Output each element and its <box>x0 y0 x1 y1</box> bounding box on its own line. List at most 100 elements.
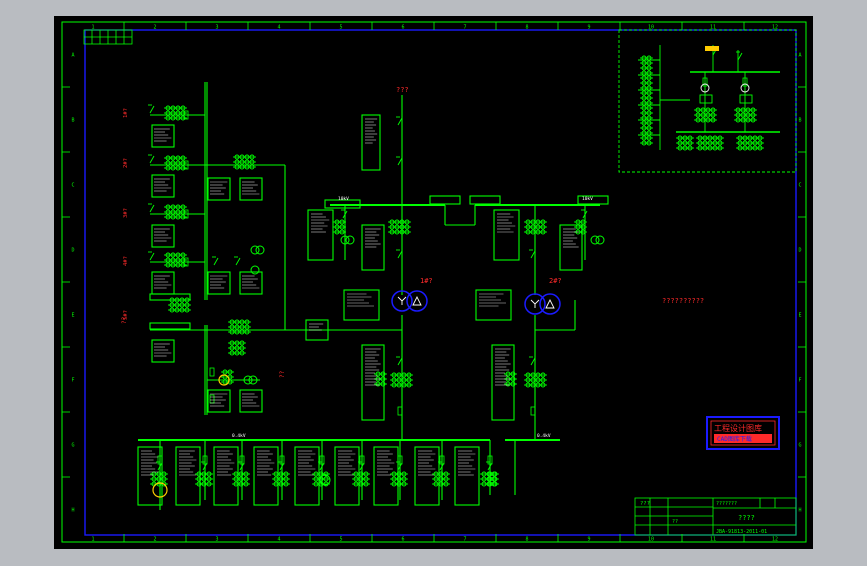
current-transformer <box>645 85 653 101</box>
fuse <box>319 455 325 465</box>
grid-col-label: 6 <box>401 537 404 543</box>
current-transformer <box>403 219 411 235</box>
circuit-breaker <box>396 116 403 126</box>
inset-diagram[interactable] <box>618 29 797 173</box>
current-transformer <box>205 471 213 487</box>
title-block[interactable] <box>634 497 797 536</box>
fuse <box>183 257 189 267</box>
grid-col-label: 8 <box>525 537 528 543</box>
current-transformer <box>756 135 764 151</box>
fuse <box>183 209 189 219</box>
current-transformer <box>645 100 653 116</box>
current-transformer <box>709 107 717 123</box>
lv-bus-left-label: 0.4kV <box>232 433 246 439</box>
circuit-breaker <box>736 51 743 61</box>
grid-col-label: 4 <box>277 25 280 31</box>
circuit-breaker <box>396 356 403 366</box>
current-transformer <box>442 471 450 487</box>
grid-row-label: E <box>798 313 801 319</box>
grid-col-label: 10 <box>648 25 654 31</box>
current-transformer <box>338 219 346 235</box>
transformer-windings <box>397 295 555 309</box>
circuit-breaker <box>278 461 285 471</box>
revision-table <box>83 29 133 45</box>
grid-row-label: D <box>71 248 74 254</box>
switchgear-components <box>148 104 588 487</box>
grid-row-label: C <box>71 183 74 189</box>
drawing-title: ???? <box>738 514 755 522</box>
meter-symbols <box>243 235 605 486</box>
circuit-breaker <box>581 209 588 219</box>
grid-col-label: 3 <box>215 537 218 543</box>
circuit-breaker <box>396 156 403 166</box>
grid-col-label: 5 <box>339 25 342 31</box>
current-transformer <box>749 107 757 123</box>
fuse <box>397 455 403 465</box>
circuit-breaker <box>212 256 219 266</box>
title-cell-1: ??? <box>640 501 650 507</box>
current-transformer <box>405 372 413 388</box>
transformer-1[interactable] <box>391 290 428 312</box>
circuit-breaker <box>529 356 536 366</box>
grid-col-label: 9 <box>587 537 590 543</box>
grid-col-label: 9 <box>587 25 590 31</box>
grid-col-label: 1 <box>91 25 94 31</box>
grid-col-label: 1 <box>91 537 94 543</box>
grid-col-label: 11 <box>710 25 716 31</box>
circuit-breaker <box>396 461 403 471</box>
current-transformer <box>243 154 251 170</box>
circuit-breaker <box>238 461 245 471</box>
transformer-2-label: 2#? <box>549 277 562 285</box>
fuse <box>279 455 285 465</box>
fuse <box>183 160 189 170</box>
grid-row-label: A <box>71 53 74 59</box>
grid-col-label: 7 <box>463 25 466 31</box>
feeder-tag: 5#? <box>123 310 129 320</box>
lv-bus-right-label: 0.4kV <box>537 433 551 439</box>
fuse <box>359 455 365 465</box>
grid-col-label: 2 <box>153 537 156 543</box>
center-note: ?????????? <box>662 297 704 305</box>
title-cell-2: ?? <box>672 519 678 525</box>
circuit-breaker <box>156 461 163 471</box>
transformer-2[interactable] <box>524 293 561 315</box>
fuse <box>239 455 245 465</box>
top-incoming-label: ??? <box>396 86 409 94</box>
current-transformer <box>400 471 408 487</box>
current-transformer <box>179 105 187 121</box>
grid-col-label: 7 <box>463 537 466 543</box>
current-transformer <box>243 319 251 335</box>
fuse <box>702 77 708 87</box>
circuit-breaker <box>148 104 155 114</box>
grid-col-label: 12 <box>772 25 778 31</box>
grid-row-label: F <box>798 378 801 384</box>
circuit-breaker <box>148 203 155 213</box>
current-transformer <box>491 471 499 487</box>
grid-col-label: 2 <box>153 25 156 31</box>
fuse <box>157 455 163 465</box>
feeder-tag: 3#? <box>123 208 129 218</box>
grid-col-label: 10 <box>648 537 654 543</box>
current-transformer <box>238 340 246 356</box>
grid-row-label: C <box>798 183 801 189</box>
current-transformer <box>242 471 250 487</box>
feeder-tag: 1#? <box>123 108 129 118</box>
grid-col-label: 12 <box>772 537 778 543</box>
grid-row-label: A <box>798 53 801 59</box>
circuit-breaker <box>486 461 493 471</box>
grid-row-label: G <box>71 443 74 449</box>
watermark-stamp: 工程设计图库 CAD图库下载 <box>706 416 780 450</box>
current-transformer <box>686 135 694 151</box>
current-transformer <box>179 252 187 268</box>
grid-row-label: H <box>798 508 801 514</box>
circuit-breaker <box>148 154 155 164</box>
fuse <box>530 406 536 416</box>
grid-ticks <box>62 22 806 542</box>
grid-row-label: E <box>71 313 74 319</box>
grid-col-label: 5 <box>339 537 342 543</box>
current-transformer <box>179 204 187 220</box>
stamp-line2: CAD图库下载 <box>717 435 752 443</box>
